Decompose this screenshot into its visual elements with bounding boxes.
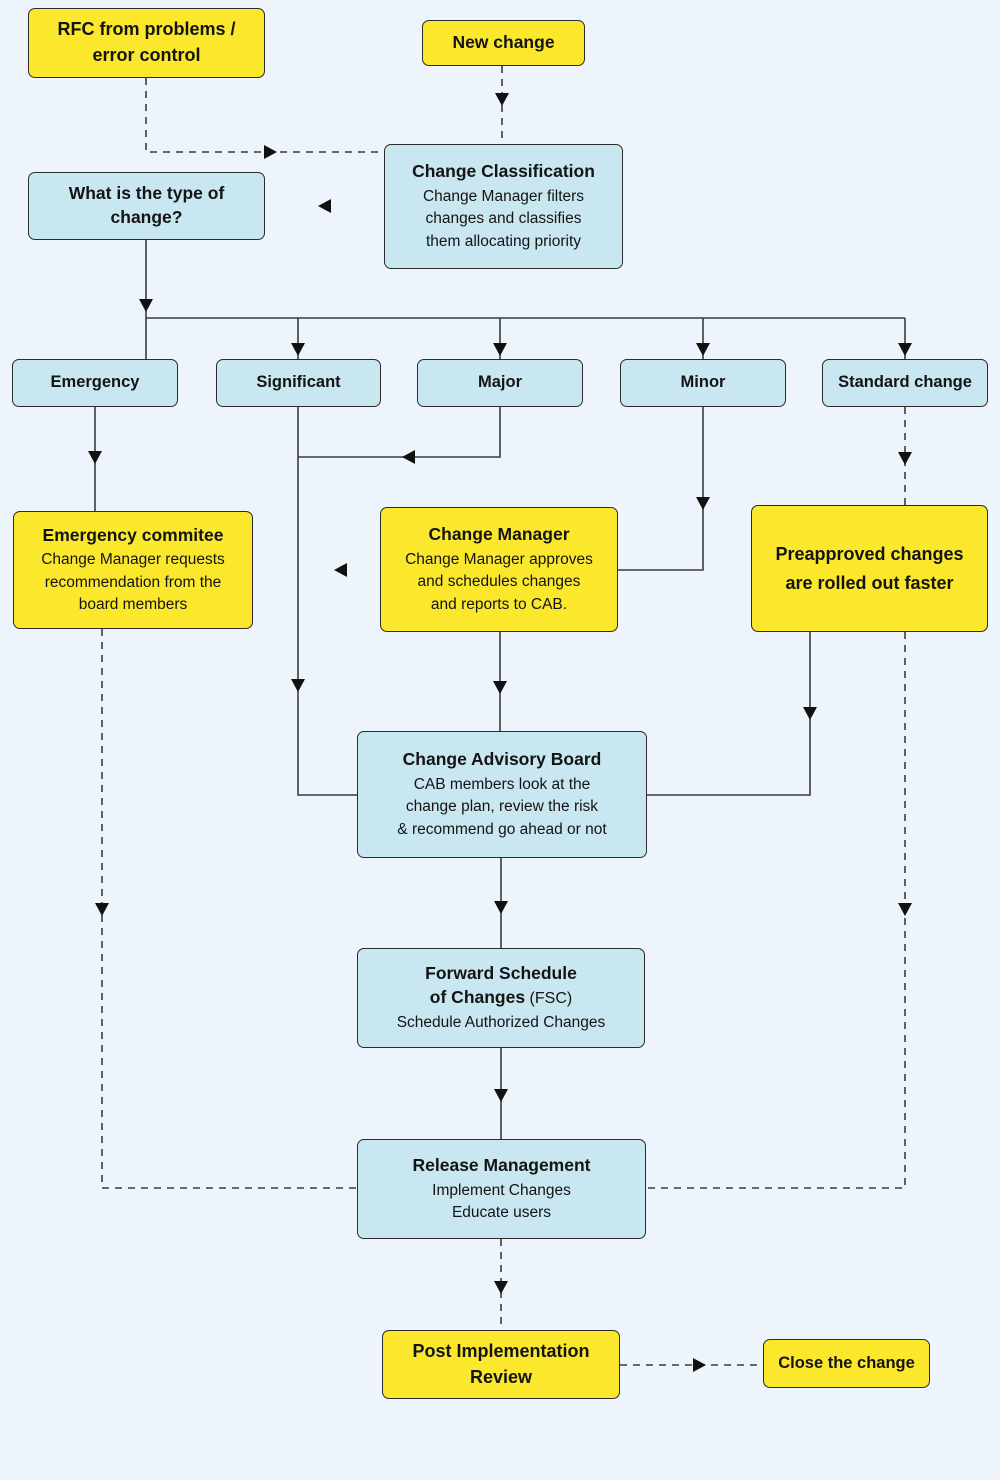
node-change-manager-title: Change Manager [428,524,570,545]
node-significant-title: Significant [256,373,341,392]
branch-significant-arrowhead [291,343,305,356]
branch-major-arrowhead [493,343,507,356]
rfc-to-classification-arrowhead [264,145,277,159]
node-change-classification-title: Change Classification [412,161,595,182]
node-rfc: RFC from problems / error control [28,8,265,78]
newchange-to-classification-arrowhead [495,93,509,106]
preapproved-to-cab-arrowhead [803,707,817,720]
node-fsc-title-line2-bold: of Changes [429,986,526,1007]
node-change-classification-body: Change Manager filters changes and class… [422,187,585,250]
branch-minor-arrowhead [696,343,710,356]
pir-to-close-arrowhead [693,1358,706,1372]
commitee-dashed-to-release [101,629,357,1189]
node-cab-body: CAB members look at the change plan, rev… [397,775,607,838]
node-minor-title: Minor [680,373,726,392]
node-fsc: Forward Schedule of Changes (FSC) Schedu… [357,948,645,1048]
classification-to-whattype-arrowhead [318,199,331,213]
node-what-type-title: What is the type of change? [68,183,225,227]
significant-to-cab-arrowhead [291,679,305,692]
minor-to-changemanager [618,407,704,571]
release-to-pir-arrowhead [494,1281,508,1294]
node-standard-change-title: Standard change [838,373,972,392]
emergency-to-commitee-arrowhead [88,451,102,464]
node-emergency-commitee-title: Emergency commitee [42,524,224,545]
major-to-significant [298,407,501,458]
node-cab: Change Advisory Board CAB members look a… [357,731,647,858]
node-new-change: New change [422,20,585,66]
standard-dashed-to-release [646,632,906,1189]
node-release-management-title: Release Management [412,1154,591,1175]
node-release-management-body: Implement Changes Educate users [432,1181,571,1221]
node-post-implementation-review: Post Implementation Review [382,1330,620,1399]
node-cab-title: Change Advisory Board [402,749,602,770]
node-close-change: Close the change [763,1339,930,1388]
node-emergency-commitee-body: Change Manager requests recommendation f… [41,551,225,614]
node-major-title: Major [477,373,522,392]
node-post-implementation-review-title: Post Implementation Review [412,1340,590,1387]
node-significant: Significant [216,359,381,407]
node-standard-change: Standard change [822,359,988,407]
standard-dashed-to-release-arrowhead [898,903,912,916]
changemanager-to-commitee-arrowhead [334,563,347,577]
commitee-dashed-to-release-arrowhead [95,903,109,916]
node-fsc-title-line2-suffix: (FSC) [525,989,573,1007]
node-close-change-title: Close the change [778,1353,915,1372]
fsc-to-release-arrowhead [494,1089,508,1102]
node-emergency-commitee: Emergency commitee Change Manager reques… [13,511,253,629]
branch-standard-arrowhead [898,343,912,356]
major-to-significant-arrowhead [402,450,415,464]
node-preapproved: Preapproved changes are rolled out faste… [751,505,988,632]
significant-to-cab [297,407,357,796]
node-fsc-title-line2: of Changes (FSC) [430,986,572,1010]
changemanager-to-cab-arrowhead [493,681,507,694]
node-new-change-title: New change [452,32,555,53]
whattype-to-emergency-arrowhead [139,299,153,312]
node-fsc-body: Schedule Authorized Changes [396,1013,606,1031]
preapproved-to-cab [647,632,811,796]
node-rfc-title: RFC from problems / error control [57,19,236,65]
node-preapproved-title: Preapproved changes are rolled out faste… [775,543,964,593]
node-emergency: Emergency [12,359,178,407]
rfc-to-classification [145,78,384,153]
node-release-management: Release Management Implement Changes Edu… [357,1139,646,1239]
standard-to-preapproved-arrowhead [898,452,912,465]
node-minor: Minor [620,359,786,407]
node-major: Major [417,359,583,407]
node-change-manager: Change Manager Change Manager approves a… [380,507,618,632]
minor-to-changemanager-arrowhead [696,497,710,510]
node-change-classification: Change Classification Change Manager fil… [384,144,623,269]
node-what-type: What is the type of change? [28,172,265,240]
node-emergency-title: Emergency [50,373,140,392]
node-fsc-title-line1: Forward Schedule [425,963,577,984]
node-change-manager-body: Change Manager approves and schedules ch… [405,550,593,613]
cab-to-fsc-arrowhead [494,901,508,914]
